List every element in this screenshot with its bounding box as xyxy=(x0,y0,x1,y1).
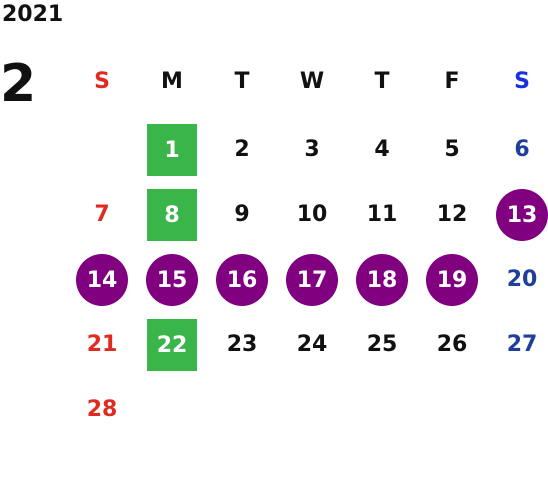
day-6[interactable]: 6 xyxy=(514,136,530,162)
weekday-header-thu: T xyxy=(374,68,390,94)
day-24[interactable]: 24 xyxy=(296,331,328,357)
day-10[interactable]: 10 xyxy=(296,201,328,227)
day-17[interactable]: 17 xyxy=(286,254,338,306)
day-20[interactable]: 20 xyxy=(506,266,538,292)
day-23[interactable]: 23 xyxy=(226,331,258,357)
day-13[interactable]: 13 xyxy=(496,189,548,241)
day-26[interactable]: 26 xyxy=(436,331,468,357)
weekday-header-mon: M xyxy=(161,68,183,94)
day-11[interactable]: 11 xyxy=(366,201,398,227)
day-18[interactable]: 18 xyxy=(356,254,408,306)
day-16[interactable]: 16 xyxy=(216,254,268,306)
day-14[interactable]: 14 xyxy=(76,254,128,306)
day-3[interactable]: 3 xyxy=(304,136,320,162)
day-28[interactable]: 28 xyxy=(86,396,118,422)
month-number: 2 xyxy=(0,54,37,114)
weekday-header-sun: S xyxy=(94,68,110,94)
day-4[interactable]: 4 xyxy=(374,136,390,162)
day-7[interactable]: 7 xyxy=(94,201,110,227)
day-27[interactable]: 27 xyxy=(506,331,538,357)
day-1[interactable]: 1 xyxy=(147,124,197,176)
day-22[interactable]: 22 xyxy=(147,319,197,371)
weekday-header-tue: T xyxy=(234,68,250,94)
day-15[interactable]: 15 xyxy=(146,254,198,306)
day-5[interactable]: 5 xyxy=(444,136,460,162)
day-8[interactable]: 8 xyxy=(147,189,197,241)
weekday-header-sat: S xyxy=(514,68,530,94)
weekday-header-wed: W xyxy=(299,68,325,94)
day-9[interactable]: 9 xyxy=(234,201,250,227)
day-25[interactable]: 25 xyxy=(366,331,398,357)
day-21[interactable]: 21 xyxy=(86,331,118,357)
weekday-header-fri: F xyxy=(444,68,460,94)
year-label: 2021 xyxy=(2,2,64,27)
day-19[interactable]: 19 xyxy=(426,254,478,306)
day-12[interactable]: 12 xyxy=(436,201,468,227)
day-2[interactable]: 2 xyxy=(234,136,250,162)
